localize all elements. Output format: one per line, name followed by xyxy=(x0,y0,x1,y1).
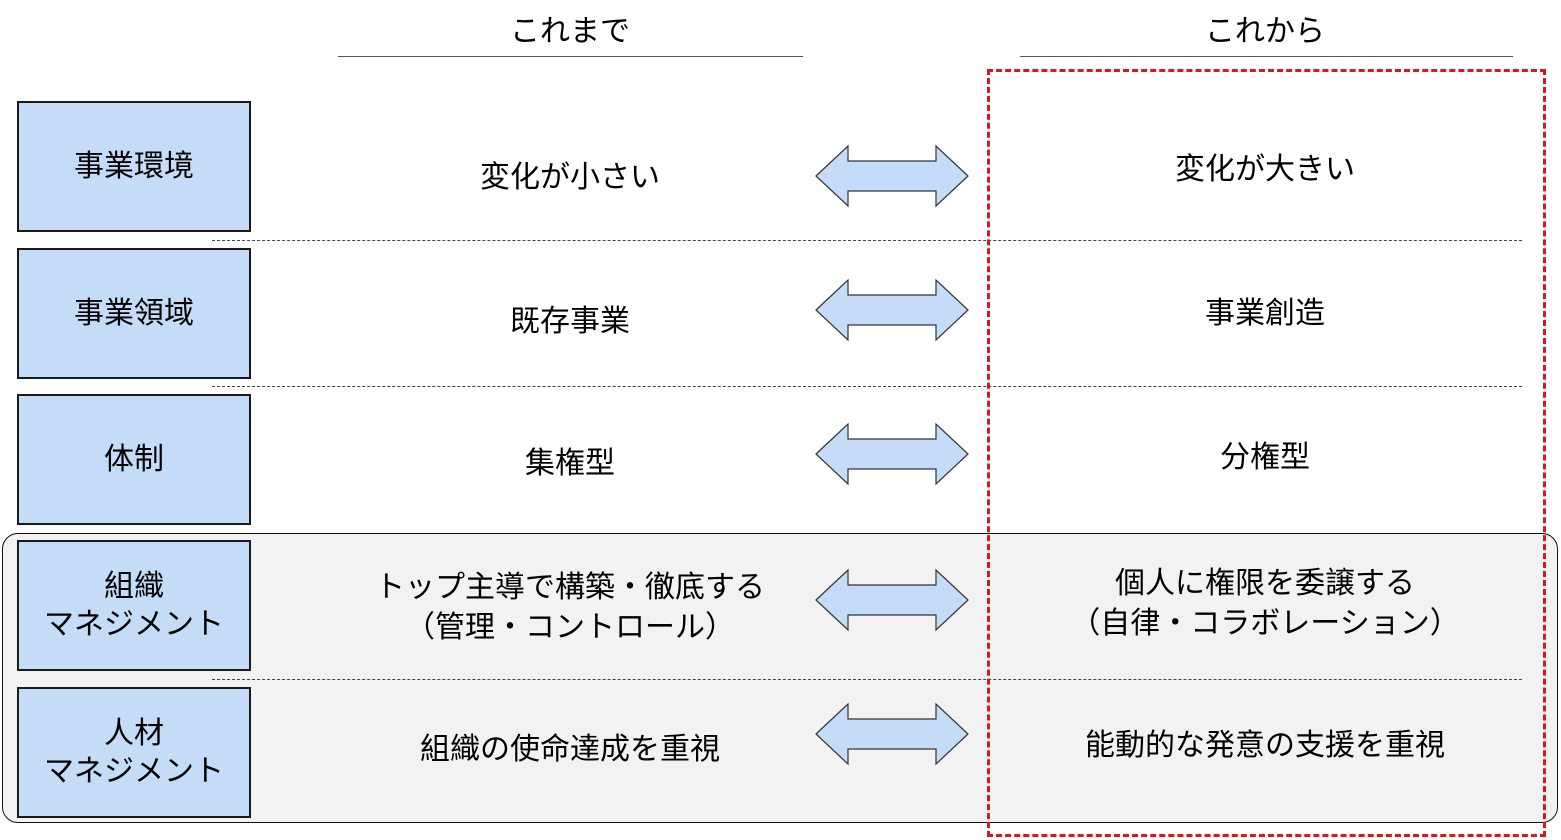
before-text-line: 変化が小さい xyxy=(480,160,660,195)
row-before-talent-management: 組織の使命達成を重視 xyxy=(330,718,810,782)
row-label-business-domain: 事業領域 xyxy=(17,248,251,379)
double-headed-arrow-icon xyxy=(815,144,969,208)
row-label-line: 人材 xyxy=(104,715,164,751)
column-header-before: これまで xyxy=(510,14,630,49)
row-label-line: 体制 xyxy=(104,441,164,477)
row-label-organization-management: 組織 マネジメント xyxy=(17,540,251,671)
after-text-line: 個人に権限を委譲する xyxy=(1115,566,1415,601)
after-text-line: 能動的な発意の支援を重視 xyxy=(1085,728,1445,763)
row-after-business-domain: 事業創造 xyxy=(1000,282,1530,346)
row-label-line: 事業領域 xyxy=(74,295,194,331)
after-column-highlight-frame xyxy=(987,69,1546,837)
after-text-line: 事業創造 xyxy=(1205,296,1325,331)
double-headed-arrow-icon xyxy=(815,278,969,342)
after-text-line: （自律・コラボレーション） xyxy=(1070,606,1460,641)
column-header-after-underline xyxy=(1020,56,1513,57)
before-text-line: 集権型 xyxy=(525,446,615,481)
row-label-business-environment: 事業環境 xyxy=(17,101,251,232)
row-before-business-domain: 既存事業 xyxy=(330,290,810,354)
double-headed-arrow-icon xyxy=(815,422,969,486)
management-rows-group xyxy=(2,533,1558,823)
row-before-business-environment: 変化が小さい xyxy=(330,146,810,210)
row-divider-2 xyxy=(212,386,1522,387)
row-after-business-environment: 変化が大きい xyxy=(1000,138,1530,202)
after-text-line: 変化が大きい xyxy=(1175,152,1355,187)
row-label-structure: 体制 xyxy=(17,394,251,525)
row-label-line: マネジメント xyxy=(44,606,224,642)
before-text-line: （管理・コントロール） xyxy=(405,610,735,645)
row-divider-1 xyxy=(212,240,1522,241)
row-after-talent-management: 能動的な発意の支援を重視 xyxy=(1000,714,1530,778)
row-after-structure: 分権型 xyxy=(1000,426,1530,490)
row-divider-3 xyxy=(212,679,1522,680)
row-before-structure: 集権型 xyxy=(330,432,810,496)
double-headed-arrow-icon xyxy=(815,702,969,766)
double-headed-arrow-icon xyxy=(815,568,969,632)
row-before-organization-management: トップ主導で構築・徹底する （管理・コントロール） xyxy=(330,566,810,650)
column-header-after: これから xyxy=(1205,14,1325,49)
row-after-organization-management: 個人に権限を委譲する （自律・コラボレーション） xyxy=(1000,562,1530,646)
after-text-line: 分権型 xyxy=(1220,440,1310,475)
row-label-line: マネジメント xyxy=(44,753,224,789)
before-text-line: 既存事業 xyxy=(510,304,630,339)
row-label-line: 組織 xyxy=(104,568,164,604)
row-label-talent-management: 人材 マネジメント xyxy=(17,687,251,818)
column-header-before-underline xyxy=(338,56,803,57)
before-text-line: トップ主導で構築・徹底する xyxy=(375,570,765,605)
before-text-line: 組織の使命達成を重視 xyxy=(420,732,720,767)
row-label-line: 事業環境 xyxy=(74,148,194,184)
